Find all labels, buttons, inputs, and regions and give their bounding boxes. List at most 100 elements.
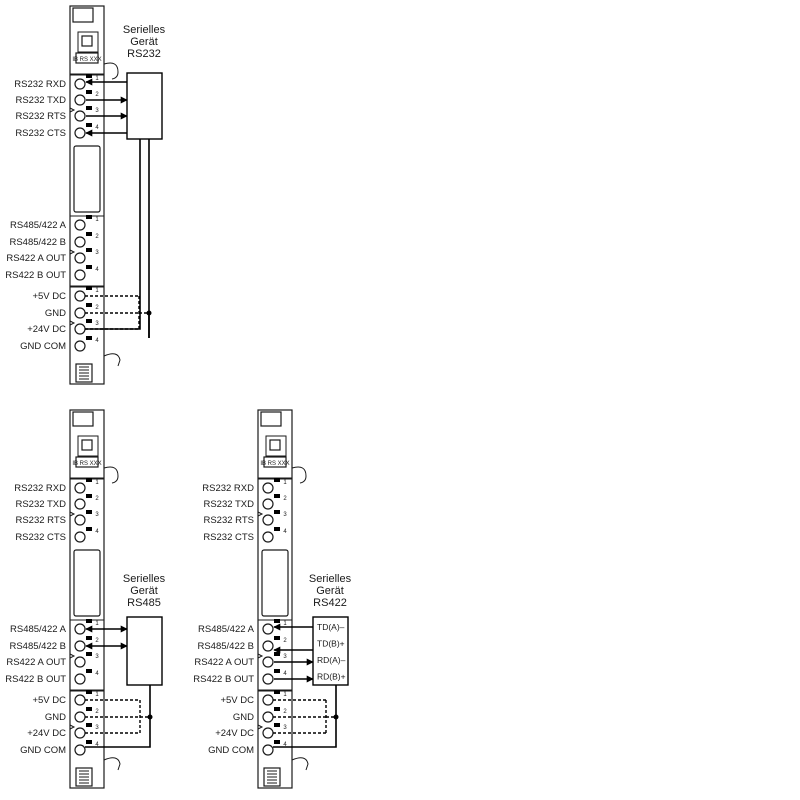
terminal-led	[86, 690, 92, 694]
terminal-led	[86, 286, 92, 290]
terminal-label: RS485/422 A	[10, 624, 67, 635]
label-holder	[265, 435, 287, 457]
terminal-screw[interactable]	[262, 673, 274, 685]
block-notch	[257, 653, 264, 659]
terminal-label: +5V DC	[220, 695, 254, 706]
junction-dot	[147, 714, 153, 720]
terminal-screw[interactable]	[74, 110, 86, 122]
module-id-label: IB RS XXX	[72, 461, 101, 467]
terminal-led	[86, 74, 92, 78]
terminal-led	[274, 723, 280, 727]
device-box	[126, 616, 163, 686]
terminal-label: RS485/422 B	[9, 641, 66, 652]
terminal-screw[interactable]	[74, 673, 86, 685]
terminal-led	[86, 510, 92, 514]
terminal-screw[interactable]	[74, 78, 86, 90]
terminal-screw[interactable]	[262, 694, 274, 706]
pin-number: 1	[95, 288, 99, 294]
terminal-screw[interactable]	[74, 252, 86, 264]
pin-number: 1	[95, 480, 99, 486]
device-box	[312, 616, 349, 686]
terminal-screw[interactable]	[74, 269, 86, 281]
rs232-signal-wires	[85, 78, 150, 338]
terminal-screw[interactable]	[262, 744, 274, 756]
terminal-screw[interactable]	[74, 694, 86, 706]
bottom-hook	[103, 757, 121, 771]
pin-number: 3	[283, 512, 287, 518]
terminal-led	[274, 707, 280, 711]
terminal-screw[interactable]	[262, 514, 274, 526]
terminal-led	[274, 740, 280, 744]
terminal-screw[interactable]	[74, 744, 86, 756]
terminal-screw[interactable]	[74, 623, 86, 635]
device-title: Gerät	[130, 36, 158, 48]
terminal-screw[interactable]	[262, 623, 274, 635]
rs422-signal-wires: TD(A)–TD(B)+RD(A)–RD(B)+	[273, 622, 346, 748]
terminal-label: RS232 RXD	[202, 483, 254, 494]
terminal-led	[86, 123, 92, 127]
terminal-screw[interactable]	[74, 498, 86, 510]
block-notch	[69, 724, 76, 730]
terminal-led	[86, 669, 92, 673]
device-title: RS232	[127, 48, 161, 60]
terminal-label: GND	[233, 712, 254, 723]
terminal-screw[interactable]	[262, 482, 274, 494]
terminal-screw[interactable]	[74, 656, 86, 668]
terminal-led	[274, 619, 280, 623]
terminal-screw[interactable]	[74, 640, 86, 652]
terminal-led	[86, 106, 92, 110]
terminal-screw[interactable]	[74, 219, 86, 231]
terminal-screw[interactable]	[262, 656, 274, 668]
terminal-screw[interactable]	[262, 711, 274, 723]
connector-window	[81, 35, 93, 47]
pin-number: 4	[95, 125, 99, 131]
terminal-screw[interactable]	[262, 640, 274, 652]
pin-number: 2	[95, 234, 99, 240]
terminal-led	[274, 636, 280, 640]
module-top-latch	[72, 411, 94, 427]
terminal-screw[interactable]	[262, 727, 274, 739]
block-notch	[69, 320, 76, 326]
connector-window	[269, 439, 281, 451]
pin-number: 2	[95, 709, 99, 715]
terminal-screw[interactable]	[74, 307, 86, 319]
pin-number: 1	[95, 621, 99, 627]
junction-dot	[333, 714, 339, 720]
terminal-screw[interactable]	[74, 127, 86, 139]
terminal-screw[interactable]	[262, 531, 274, 543]
module-id-box	[263, 456, 287, 468]
device-title: RS422	[313, 597, 347, 609]
module-top-latch	[260, 411, 282, 427]
terminal-label: RS232 RXD	[14, 79, 66, 90]
terminal-screw[interactable]	[74, 727, 86, 739]
terminal-label: RS485/422 B	[9, 237, 66, 248]
terminal-screw[interactable]	[74, 531, 86, 543]
terminal-led	[274, 494, 280, 498]
device-signal-label: TD(A)–	[317, 622, 345, 632]
block-notch	[257, 511, 264, 517]
module-id-box	[75, 456, 99, 468]
pin-number: 3	[95, 250, 99, 256]
terminal-screw[interactable]	[74, 340, 86, 352]
terminal-screw[interactable]	[74, 290, 86, 302]
terminal-screw[interactable]	[74, 482, 86, 494]
terminal-screw[interactable]	[74, 514, 86, 526]
ground-wire-a	[85, 139, 141, 330]
terminal-screw[interactable]	[74, 94, 86, 106]
power-wiring	[273, 699, 339, 734]
terminal-screw[interactable]	[262, 498, 274, 510]
top-hook	[103, 466, 119, 484]
terminal-screw[interactable]	[74, 236, 86, 248]
bottom-hook	[103, 353, 121, 367]
terminal-screw[interactable]	[74, 323, 86, 335]
pin-number: 1	[95, 217, 99, 223]
pin-number: 2	[283, 709, 287, 715]
connector-window	[81, 439, 93, 451]
terminal-led	[86, 303, 92, 307]
terminal-screw[interactable]	[74, 711, 86, 723]
device-signal-label: RD(B)+	[317, 672, 346, 682]
pin-number: 4	[95, 267, 99, 273]
power-wiring	[85, 295, 152, 330]
